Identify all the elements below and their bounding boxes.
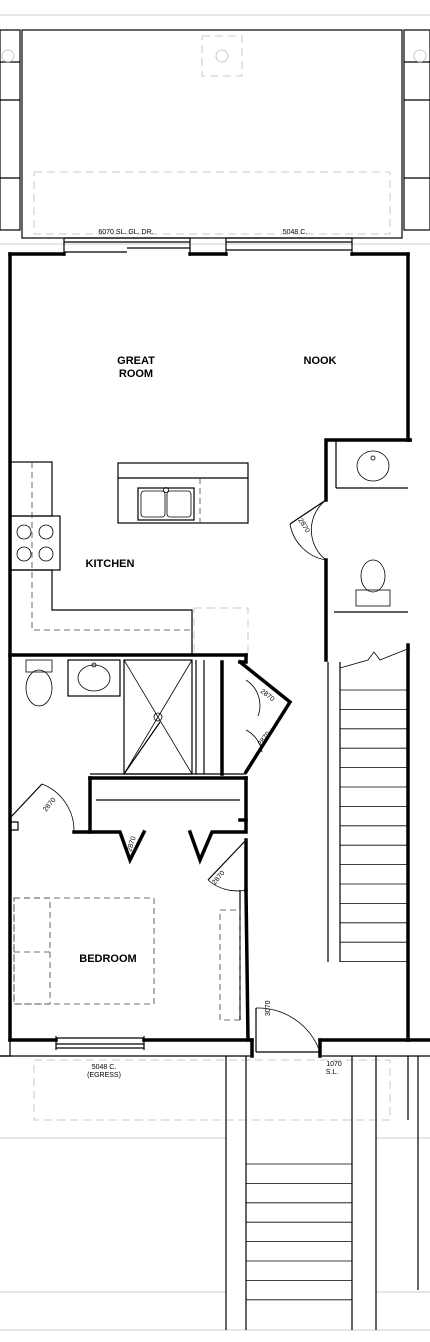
upper-deck — [0, 14, 430, 245]
exterior-stairs — [246, 1163, 352, 1301]
bed-entry-door-label: 2870 — [42, 797, 57, 814]
closet-door-left-label: 2870 — [126, 836, 138, 853]
patio-sliding-door — [63, 237, 191, 256]
entry-door-label: 3070 — [265, 1000, 272, 1016]
entry — [0, 1007, 430, 1331]
bathroom — [8, 653, 293, 776]
kitchen-counters — [9, 461, 249, 655]
bedroom-furniture — [9, 783, 155, 1005]
patio-door-label: 6070 SL. GL. DR. — [98, 229, 153, 236]
interior-stairs — [327, 611, 411, 962]
closet-door-right-label: 2870 — [211, 870, 226, 887]
bedroom-window-label: 5048 C. — [92, 1064, 117, 1071]
great-room-label-2: ROOM — [119, 368, 153, 380]
great-room-label-1: GREAT — [117, 355, 155, 367]
exterior-walls — [8, 252, 412, 1042]
bedroom-label: BEDROOM — [79, 953, 136, 965]
entry-window-label-2: S.L. — [326, 1069, 339, 1076]
powder-room — [289, 438, 412, 662]
nook-window — [225, 237, 353, 256]
nook-window-label: 5048 C. — [283, 229, 308, 236]
entry-window-label-1: 1070 — [326, 1061, 342, 1068]
powder-door-label: 2870 — [296, 517, 310, 534]
nook-label: NOOK — [304, 355, 337, 367]
bedroom-window-note: (EGRESS) — [87, 1072, 121, 1079]
kitchen-label: KITCHEN — [86, 558, 135, 570]
closet — [72, 773, 250, 1042]
bedroom-window — [55, 1036, 145, 1050]
